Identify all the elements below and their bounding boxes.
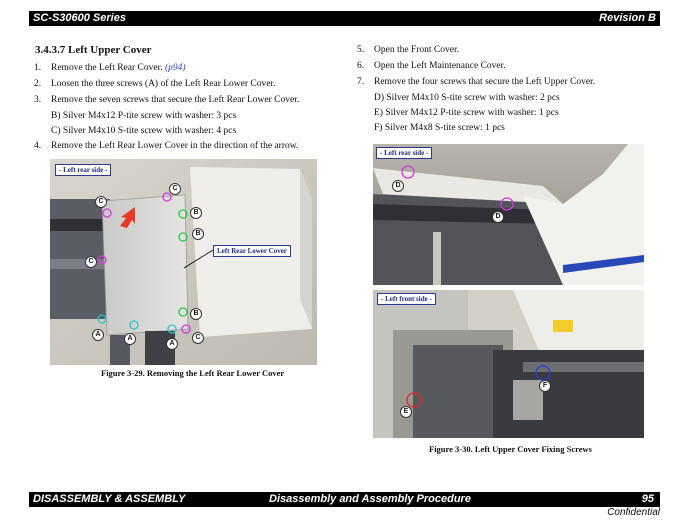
figure-3-30-caption: Figure 3-30. Left Upper Cover Fixing Scr… bbox=[429, 444, 592, 454]
screw-a-marker bbox=[167, 324, 177, 334]
page-number: 95 bbox=[641, 493, 654, 505]
header-model: SC-S30600 Series bbox=[33, 12, 126, 24]
footer-section: DISASSEMBLY & ASSEMBLY bbox=[33, 493, 186, 505]
marker-b: B bbox=[190, 308, 202, 320]
screw-c-marker bbox=[162, 192, 172, 202]
marker-d: D bbox=[492, 211, 504, 223]
marker-a: A bbox=[166, 338, 178, 350]
page-footer: DISASSEMBLY & ASSEMBLY Disassembly and A… bbox=[29, 492, 660, 507]
figure-3-30-top-photo: - Left rear side - bbox=[373, 144, 644, 285]
screw-e-marker bbox=[406, 392, 422, 408]
marker-a: A bbox=[124, 333, 136, 345]
marker-a: A bbox=[92, 329, 104, 341]
marker-f: F bbox=[539, 380, 551, 392]
p94-link[interactable]: (p94) bbox=[164, 63, 186, 73]
figure-3-30-top-tag: - Left rear side - bbox=[376, 147, 433, 159]
figure-3-30-bottom-photo: - Left front side - bbox=[373, 290, 644, 438]
marker-b: B bbox=[190, 207, 202, 219]
printer-left-front-illustration bbox=[373, 290, 644, 438]
marker-d: D bbox=[392, 180, 404, 192]
screw-b-marker bbox=[178, 307, 188, 317]
screw-f: F) Silver M4x8 S-tite screw: 1 pcs bbox=[374, 123, 505, 133]
screw-c-marker bbox=[102, 208, 112, 218]
screw-e: E) Silver M4x12 P-tite screw with washer… bbox=[374, 108, 559, 118]
screw-b-marker bbox=[178, 232, 188, 242]
screw-a-marker bbox=[97, 314, 107, 324]
screw-f-marker bbox=[535, 365, 551, 381]
screw-d-marker bbox=[500, 197, 514, 211]
marker-c: C bbox=[192, 332, 204, 344]
screw-c: C) Silver M4x10 S-tite screw with washer… bbox=[51, 126, 237, 136]
confidential-label: Confidential bbox=[607, 507, 660, 518]
footer-chapter: Disassembly and Assembly Procedure bbox=[269, 493, 471, 505]
screw-d: D) Silver M4x10 S-tite screw with washer… bbox=[374, 93, 560, 103]
screw-b-marker bbox=[178, 209, 188, 219]
marker-c: C bbox=[85, 256, 97, 268]
screw-d-marker bbox=[401, 165, 415, 179]
marker-b: B bbox=[192, 228, 204, 240]
figure-3-30-bottom-tag: - Left front side - bbox=[377, 293, 436, 305]
marker-c: C bbox=[169, 183, 181, 195]
figure-3-29-tag: - Left rear side - bbox=[55, 164, 112, 176]
figure-3-29-caption: Figure 3-29. Removing the Left Rear Lowe… bbox=[101, 368, 285, 378]
screw-b: B) Silver M4x12 P-tite screw with washer… bbox=[51, 111, 237, 121]
printer-left-rear-illustration bbox=[373, 144, 644, 285]
screw-c-marker bbox=[181, 324, 191, 334]
left-rear-lower-cover-callout: Left Rear Lower Cover bbox=[213, 245, 291, 257]
page-header: SC-S30600 Series Revision B bbox=[29, 11, 660, 26]
screw-c-marker bbox=[97, 255, 107, 265]
marker-e: E bbox=[400, 406, 412, 418]
section-title: 3.4.3.7 Left Upper Cover bbox=[35, 44, 152, 56]
marker-c: C bbox=[95, 196, 107, 208]
screw-a-marker bbox=[129, 320, 139, 330]
header-revision: Revision B bbox=[599, 12, 656, 24]
